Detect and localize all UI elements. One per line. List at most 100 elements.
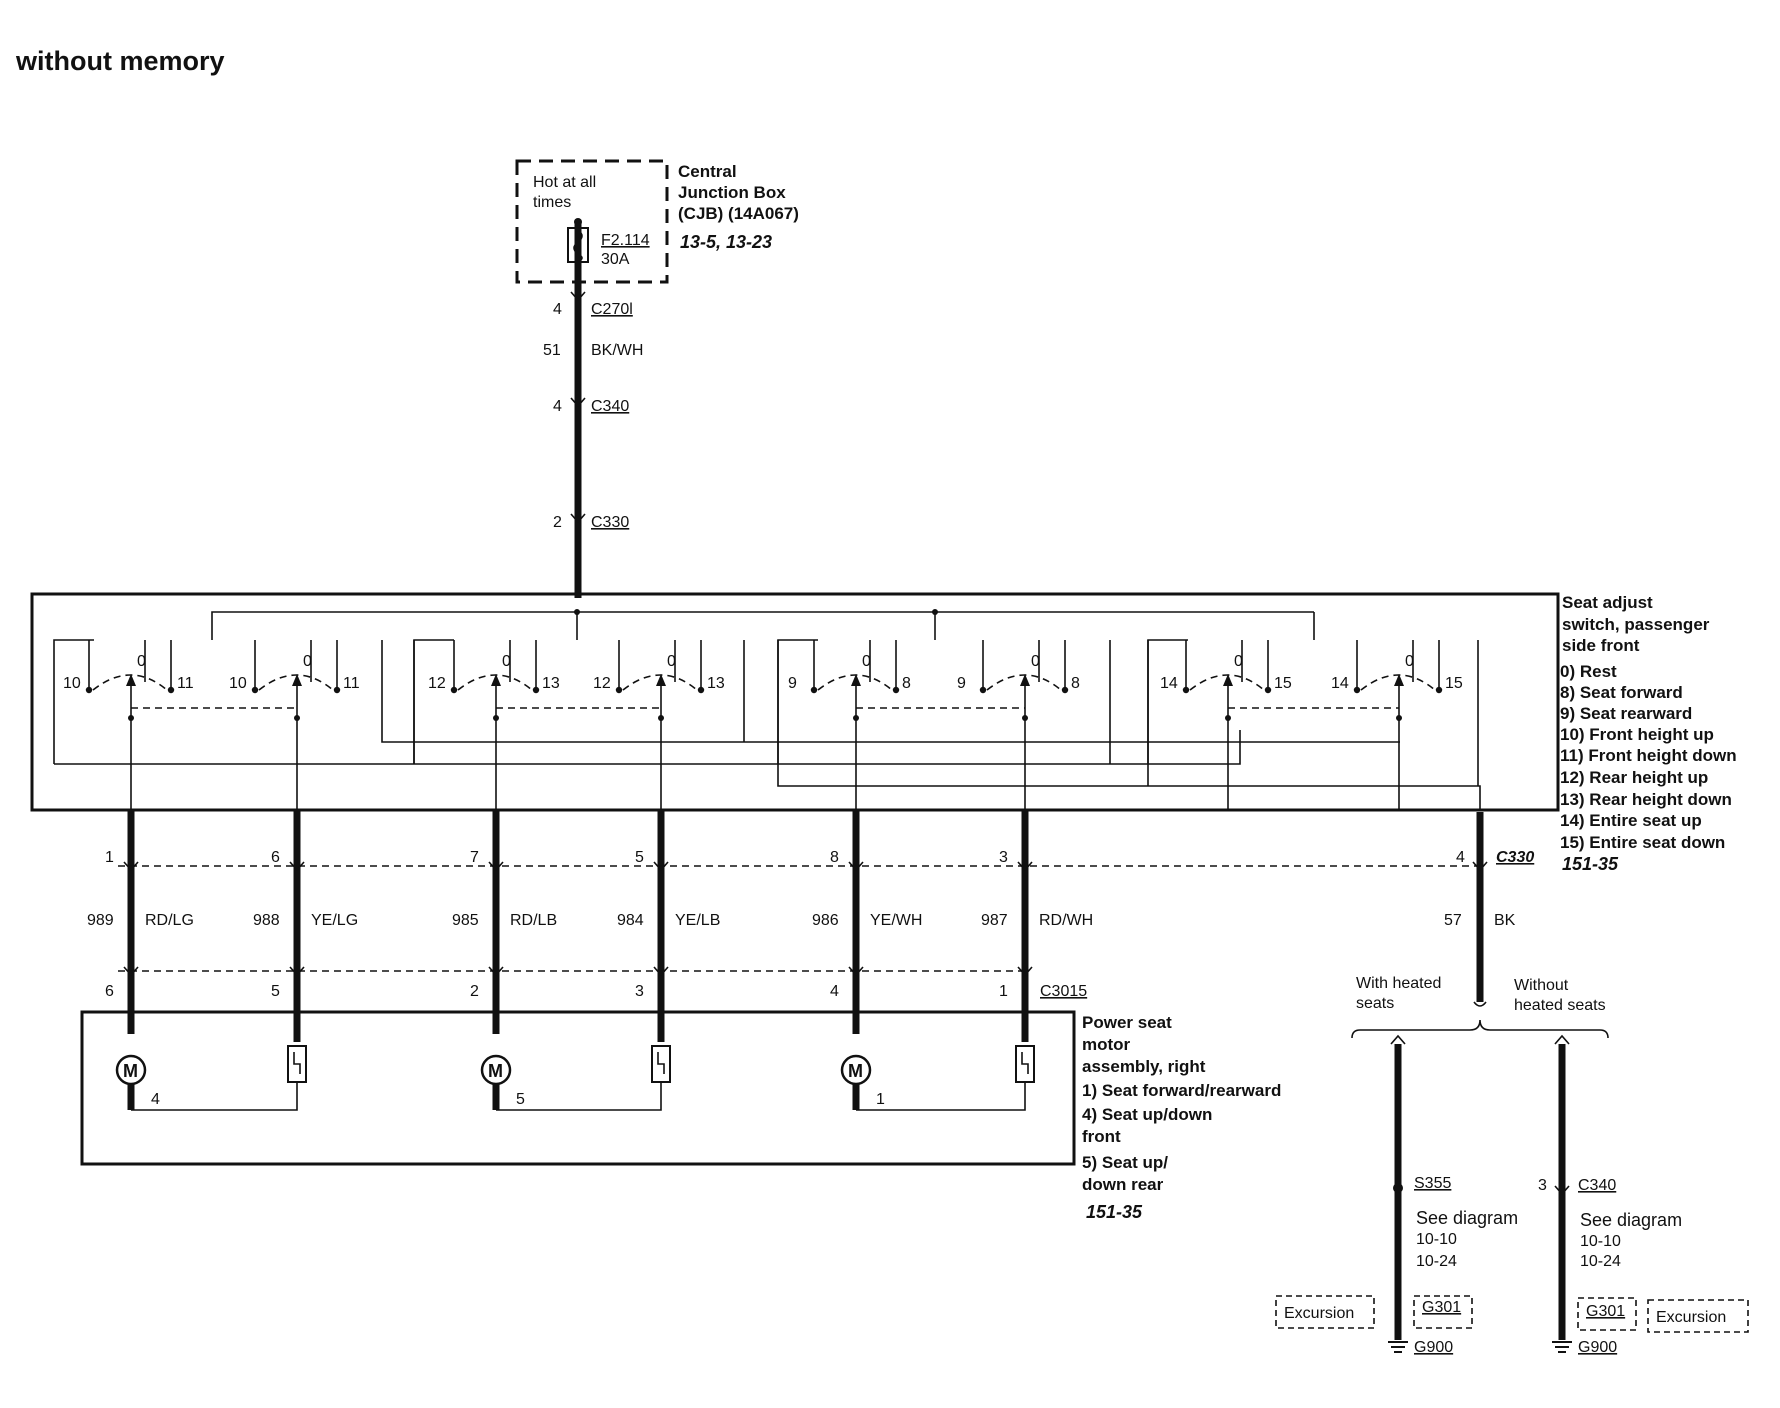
excursion-right: Excursion [1656,1309,1726,1326]
c330-mark [1017,861,1033,872]
contact-right-dot [892,686,900,694]
motor-symbol: M [848,1061,863,1081]
c330-pin: 8 [830,849,839,866]
wiper-junction-dot [1396,715,1402,721]
c330-pin: 3 [999,849,1008,866]
c330-ground-pin: 4 [1456,849,1465,866]
ground-symbol-icon [1552,1341,1572,1353]
ground-bus-3 [777,640,1481,810]
motor-name-1: Power seat [1082,1013,1172,1032]
g900-left: G900 [1414,1339,1453,1356]
motor-loop [856,1082,1026,1111]
contact-label-right: 11 [177,675,194,692]
motor-loop [496,1082,662,1111]
contact-left-dot [251,686,259,694]
contact-label-left: 9 [957,675,966,692]
cjb-name-2: Junction Box [678,183,786,202]
contact-left-dot [810,686,818,694]
motor-legend-4: down rear [1082,1175,1164,1194]
with-heated-see: See diagram [1416,1208,1518,1228]
output-color: YE/WH [870,912,922,929]
cjb-dashed-outline [515,159,669,284]
contact-label-left: 12 [428,675,446,692]
output-color: RD/LG [145,912,194,929]
c340-ground-mark [1554,1185,1570,1196]
switch-legend-3: 10) Front height up [1560,725,1714,744]
contact-label-left: 10 [229,675,247,692]
central-junction-box: Hot at all times F2.114 30A Central Junc… [515,159,799,284]
motor-loop [131,1082,298,1111]
contact-left-dot [1182,686,1190,694]
motor-number: 4 [151,1091,160,1108]
output-circuit: 986 [812,912,839,929]
contact-label-left: 14 [1160,675,1178,692]
c3015-mark [289,966,305,977]
output-circuit: 989 [87,912,114,929]
motor-number: 5 [516,1091,525,1108]
contact-right-dot [697,686,705,694]
c330-ground-mark [1472,861,1488,872]
contact-label-left: 9 [788,675,797,692]
switch-group-frame [413,639,454,764]
motor-legend-2: front [1082,1127,1121,1146]
without-heated-see: See diagram [1580,1210,1682,1230]
contact-right-dot [167,686,175,694]
motor-symbol: M [123,1061,138,1081]
connector-mark-c330-feed [570,513,586,524]
c330-mark [653,861,669,872]
c340-ground-pin: 3 [1538,1177,1547,1194]
c3015-pin: 3 [635,983,644,1000]
contact-right-dot [1264,686,1272,694]
motor-name-2: motor [1082,1035,1131,1054]
switch-legend-8: 15) Entire seat down [1560,833,1725,852]
output-color: RD/WH [1039,912,1093,929]
contact-left-dot [615,686,623,694]
switch-outline [30,592,1560,812]
excursion-box-right [1647,1299,1749,1333]
wiper-arc [92,674,168,691]
ground-color: BK [1494,912,1516,929]
fuse-rating: 30A [601,251,630,268]
contact-label-rest: 0 [303,653,312,670]
c330-pin: 7 [470,849,479,866]
c3015-mark [848,966,864,977]
switch-legend-4: 11) Front height down [1560,746,1737,765]
contact-label-left: 12 [593,675,611,692]
output-color: YE/LB [675,912,720,929]
fuse-element-icon [573,229,583,263]
output-color: YE/LG [311,912,358,929]
wiper-junction-dot [294,715,300,721]
motor-legend-0: 1) Seat forward/rearward [1082,1081,1281,1100]
c330-mark [289,861,305,872]
motor-ref: 151-35 [1086,1202,1143,1222]
contact-label-left: 14 [1331,675,1349,692]
switch-ref: 151-35 [1562,854,1619,874]
ground-bus-2 [381,640,1400,743]
wiper-arc [622,674,698,691]
switch-legend-2: 9) Seat rearward [1560,704,1692,723]
contact-label-right: 8 [902,675,911,692]
contact-left-dot [450,686,458,694]
without-heated-label-1: Without [1514,977,1569,994]
branch-break-mark [1473,1001,1487,1007]
cjb-ref: 13-5, 13-23 [680,232,772,252]
output-circuit: 984 [617,912,644,929]
wiper-arc [1189,674,1265,691]
contact-label-right: 11 [343,675,360,692]
motor-number: 1 [876,1091,885,1108]
output-circuit: 988 [253,912,280,929]
without-heated-label-2: heated seats [1514,997,1606,1014]
with-heated-ref-1: 10-10 [1416,1231,1457,1248]
rest-bus-top [211,611,1314,640]
c3015-mark [1017,966,1033,977]
switch-group-frame [1147,639,1188,764]
wiper-junction-dot [1022,715,1028,721]
connector-mark-c340 [570,397,586,408]
g301-box-left [1413,1295,1473,1329]
breaker-element-icon [657,1052,665,1074]
c330-feed-pin: 2 [553,514,562,531]
cjb-hot-label-2: times [533,194,571,211]
